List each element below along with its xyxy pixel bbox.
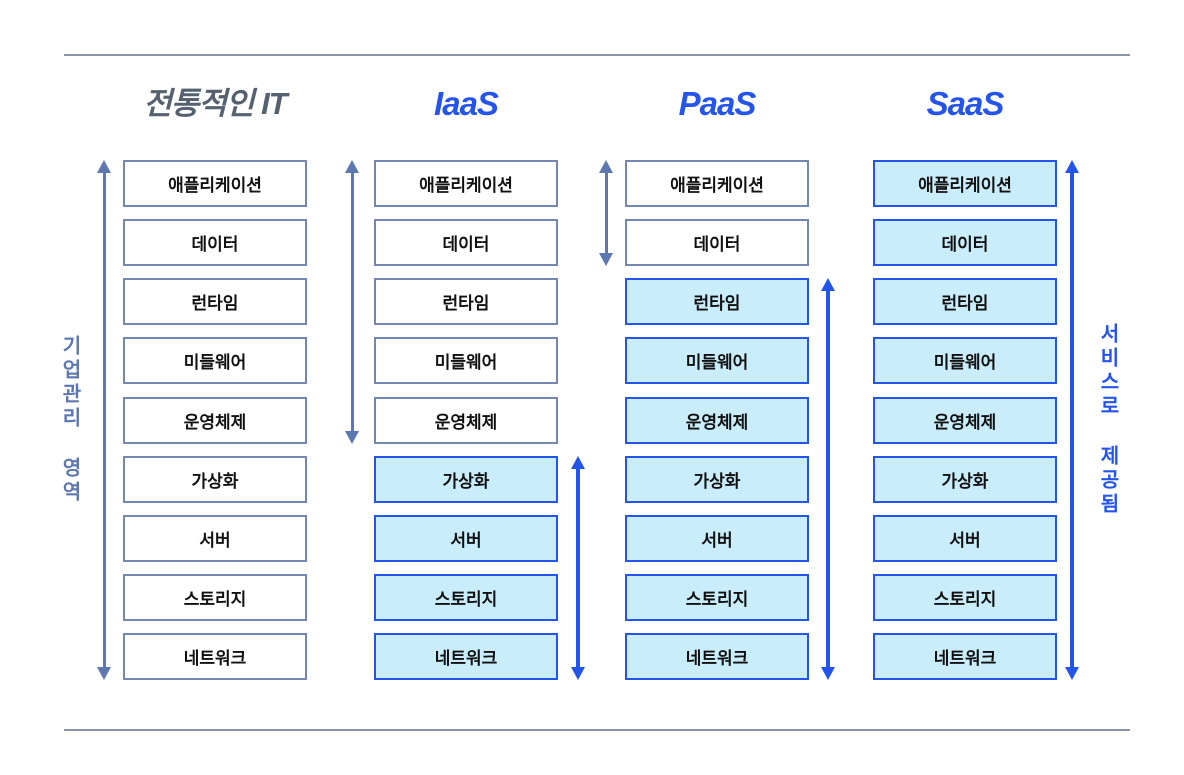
layer-box-operating-system: 운영체제 <box>873 396 1057 444</box>
layer-box-data: 데이터 <box>873 219 1057 267</box>
enterprise-managed-label: 기업관리 영역 <box>58 335 81 505</box>
layer-box-runtime: 런타임 <box>625 278 809 326</box>
iaas-service-span-arrow <box>570 455 586 680</box>
layer-box-middleware: 미들웨어 <box>873 337 1057 385</box>
layer-box-virtualization: 가상화 <box>123 455 307 503</box>
layer-box-operating-system: 운영체제 <box>123 396 307 444</box>
layer-box-middleware: 미들웨어 <box>123 337 307 385</box>
layer-box-operating-system: 운영체제 <box>625 396 809 444</box>
layer-box-storage: 스토리지 <box>873 573 1057 621</box>
saas-service-span-arrow <box>1064 160 1080 680</box>
layer-box-application: 애플리케이션 <box>123 160 307 207</box>
layer-box-network: 네트워크 <box>123 633 307 680</box>
layer-box-virtualization: 가상화 <box>374 455 558 503</box>
layer-box-operating-system: 운영체제 <box>374 396 558 444</box>
layer-box-server: 서버 <box>123 514 307 562</box>
paas-managed-span-arrow <box>598 160 614 267</box>
layer-box-middleware: 미들웨어 <box>625 337 809 385</box>
layer-box-storage: 스토리지 <box>374 573 558 621</box>
layer-box-storage: 스토리지 <box>123 573 307 621</box>
layer-box-middleware: 미들웨어 <box>374 337 558 385</box>
layer-box-runtime: 런타임 <box>374 278 558 326</box>
column-title-saas: SaaS <box>926 85 1005 122</box>
layer-box-storage: 스토리지 <box>625 573 809 621</box>
layer-box-server: 서버 <box>873 514 1057 562</box>
column-title-traditional-it: 전통적인 IT <box>143 86 287 121</box>
layer-box-network: 네트워크 <box>873 633 1057 680</box>
layer-box-virtualization: 가상화 <box>625 455 809 503</box>
column-title-iaas: IaaS <box>434 85 499 122</box>
column-title-paas: PaaS <box>678 85 757 122</box>
layer-box-application: 애플리케이션 <box>625 160 809 207</box>
layer-box-server: 서버 <box>374 514 558 562</box>
layer-box-network: 네트워크 <box>374 633 558 680</box>
layer-box-runtime: 런타임 <box>873 278 1057 326</box>
layer-box-data: 데이터 <box>374 219 558 267</box>
layer-box-server: 서버 <box>625 514 809 562</box>
traditional-it-managed-span-arrow <box>96 160 112 680</box>
layer-box-application: 애플리케이션 <box>873 160 1057 207</box>
layer-box-data: 데이터 <box>625 219 809 267</box>
iaas-managed-span-arrow <box>344 160 360 444</box>
layer-box-data: 데이터 <box>123 219 307 267</box>
provided-as-service-label: 서비스로 제공됨 <box>1096 323 1119 517</box>
layer-box-network: 네트워크 <box>625 633 809 680</box>
paas-service-span-arrow <box>820 278 836 680</box>
layer-box-application: 애플리케이션 <box>374 160 558 207</box>
top-divider-line <box>64 54 1130 56</box>
layer-box-virtualization: 가상화 <box>873 455 1057 503</box>
bottom-divider-line <box>64 729 1130 731</box>
layer-box-runtime: 런타임 <box>123 278 307 326</box>
